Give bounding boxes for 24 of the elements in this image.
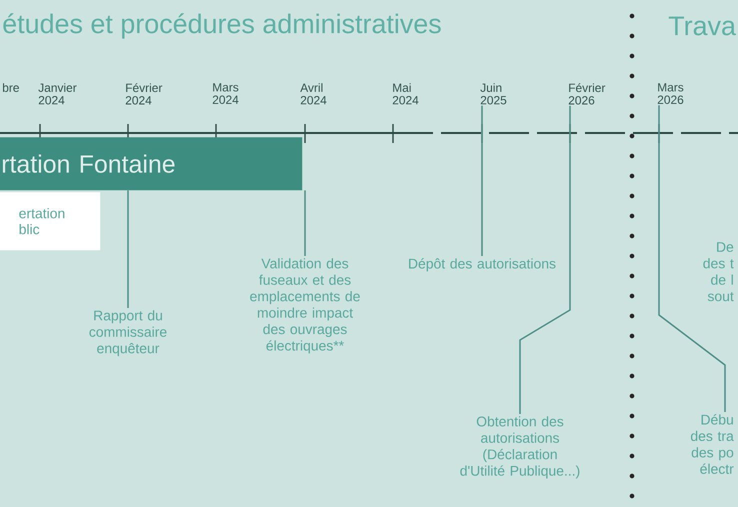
leader-line bbox=[481, 106, 483, 256]
leader-line bbox=[658, 105, 726, 412]
section-heading: Trava bbox=[668, 16, 736, 36]
month-label: Mai 2024 bbox=[392, 83, 418, 104]
month-label: Mars 2024 bbox=[212, 83, 238, 104]
leader-line bbox=[304, 190, 306, 256]
milestone-text: Validation des fuseaux et des emplacements de moindre impact des ouvrages électriques** bbox=[250, 258, 360, 354]
phase-box: ertation blic bbox=[0, 192, 100, 250]
section-heading: études et procédures administratives bbox=[3, 13, 441, 39]
month-label: Janvier 2024 bbox=[38, 83, 77, 104]
milestone-text: Débu des tra des po électr bbox=[690, 414, 734, 474]
phase-bar: rtation Fontaine bbox=[0, 137, 302, 190]
leader-line bbox=[519, 106, 571, 414]
milestone-text: De des t de l sout bbox=[703, 242, 734, 302]
month-label: Avril 2024 bbox=[300, 83, 326, 104]
leader-line bbox=[127, 190, 129, 308]
milestone-text: Dépôt des autorisations bbox=[409, 258, 556, 272]
month-label: bre bbox=[2, 83, 19, 92]
month-label: Mars 2026 bbox=[658, 83, 684, 104]
milestone-text: Obtention des autorisations (Déclaration d'Utilité Publique...) bbox=[460, 416, 580, 478]
month-label: Juin 2025 bbox=[480, 83, 506, 104]
milestone-text: Rapport du commissaire enquêteur bbox=[89, 310, 167, 356]
month-label: Février 2026 bbox=[568, 83, 606, 105]
month-label: Février 2024 bbox=[126, 83, 162, 105]
